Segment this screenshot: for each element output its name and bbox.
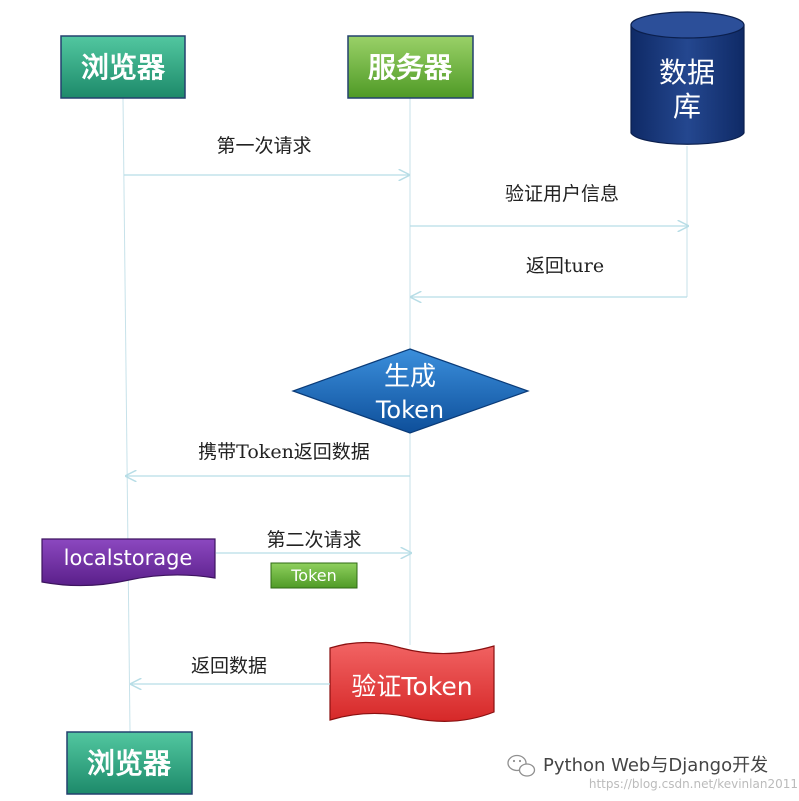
browser-bottom-label: 浏览器 [87,747,172,780]
database-label-line2: 库 [673,90,701,123]
carry-token-label: 携带Token返回数据 [198,441,370,463]
browser-top-label: 浏览器 [81,51,166,84]
server-label: 服务器 [368,51,453,84]
verify-user-label: 验证用户信息 [505,183,619,205]
browser-box-bottom: 浏览器 [66,731,193,795]
watermark-brand: Python Web与Django开发 [543,755,768,776]
database-cylinder: 数据 库 [630,11,745,145]
return-true-label: 返回ture [526,255,604,277]
browser-lifeline [122,97,131,733]
watermark: Python Web与Django开发 https://blog.csdn.ne… [507,754,798,791]
second-request-label: 第二次请求 [266,529,361,551]
server-box: 服务器 [347,35,474,99]
generate-label-line1: 生成 [384,362,436,392]
token-tag-label: Token [290,566,337,585]
wechat-icon [507,754,536,777]
browser-box-top: 浏览器 [60,35,186,99]
database-label-line1: 数据 [659,56,715,89]
localstorage-label: localstorage [64,546,193,570]
return-data-label: 返回数据 [191,655,267,677]
generate-token-diamond: 生成 Token [291,348,530,434]
verify-token-banner: 验证Token [329,641,495,722]
verify-token-label: 验证Token [351,672,472,701]
localstorage-box: localstorage [41,538,216,587]
first-request-label: 第一次请求 [216,135,311,157]
token-tag: Token [270,562,358,589]
watermark-url: https://blog.csdn.net/kevinlan2011 [589,777,798,791]
generate-label-line2: Token [375,396,444,424]
